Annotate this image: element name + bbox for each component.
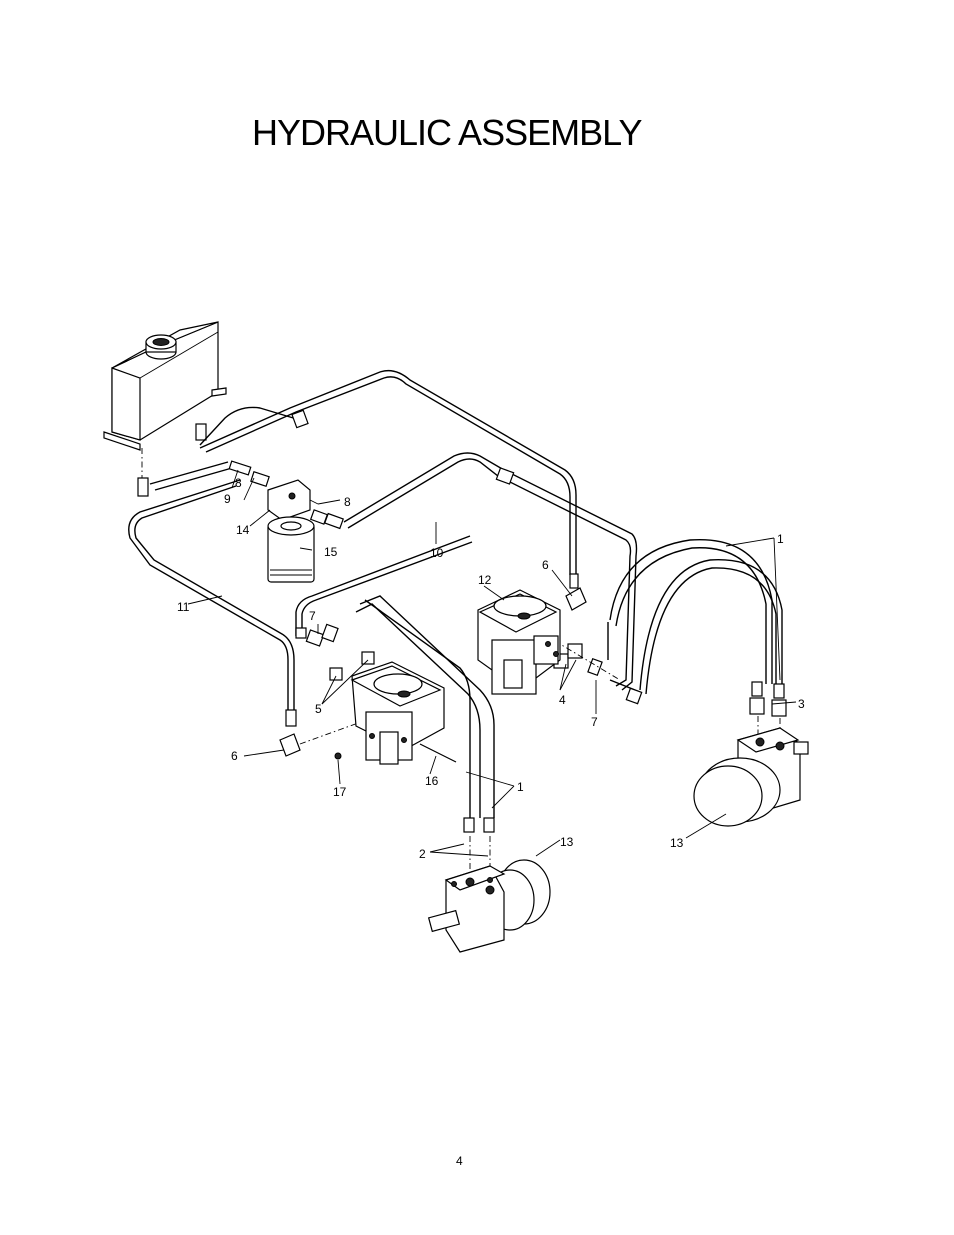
callout-11: 11 <box>177 600 190 614</box>
leader-lines <box>187 469 797 857</box>
callout-15: 15 <box>324 545 338 559</box>
callout-12: 12 <box>478 573 492 587</box>
hose-routing <box>128 369 783 818</box>
callout-14: 14 <box>236 523 250 537</box>
wheel-motor-right <box>693 727 809 827</box>
callout-13-lower: 13 <box>560 835 574 849</box>
callout-3: 3 <box>798 697 805 711</box>
callout-9: 9 <box>224 492 231 506</box>
callout-labels: 1 1 2 3 4 5 6 6 7 7 8 8 9 10 11 12 13 13… <box>177 476 805 861</box>
callout-13-right: 13 <box>670 836 684 850</box>
callout-5: 5 <box>315 702 322 716</box>
callout-7-left: 7 <box>309 609 316 623</box>
page-title: HYDRAULIC ASSEMBLY <box>252 112 642 153</box>
page-number: 4 <box>456 1154 463 1168</box>
callout-17: 17 <box>333 785 347 799</box>
callout-1-lower: 1 <box>517 780 524 794</box>
filter-assembly <box>267 479 319 583</box>
callout-6-left: 6 <box>231 749 238 763</box>
callout-10: 10 <box>430 546 444 560</box>
callout-8-left: 8 <box>235 476 242 490</box>
callout-16: 16 <box>425 774 439 788</box>
wheel-motor-lower <box>427 859 551 953</box>
fittings <box>228 409 787 892</box>
callout-8-right: 8 <box>344 495 351 509</box>
callout-1-right: 1 <box>777 532 784 546</box>
callout-4: 4 <box>559 693 566 707</box>
callout-7-right: 7 <box>591 715 598 729</box>
control-valve-left <box>350 661 445 765</box>
reservoir-tank <box>103 321 227 497</box>
control-valve-right <box>477 589 561 695</box>
callout-6-right: 6 <box>542 558 549 572</box>
callout-2: 2 <box>419 847 426 861</box>
